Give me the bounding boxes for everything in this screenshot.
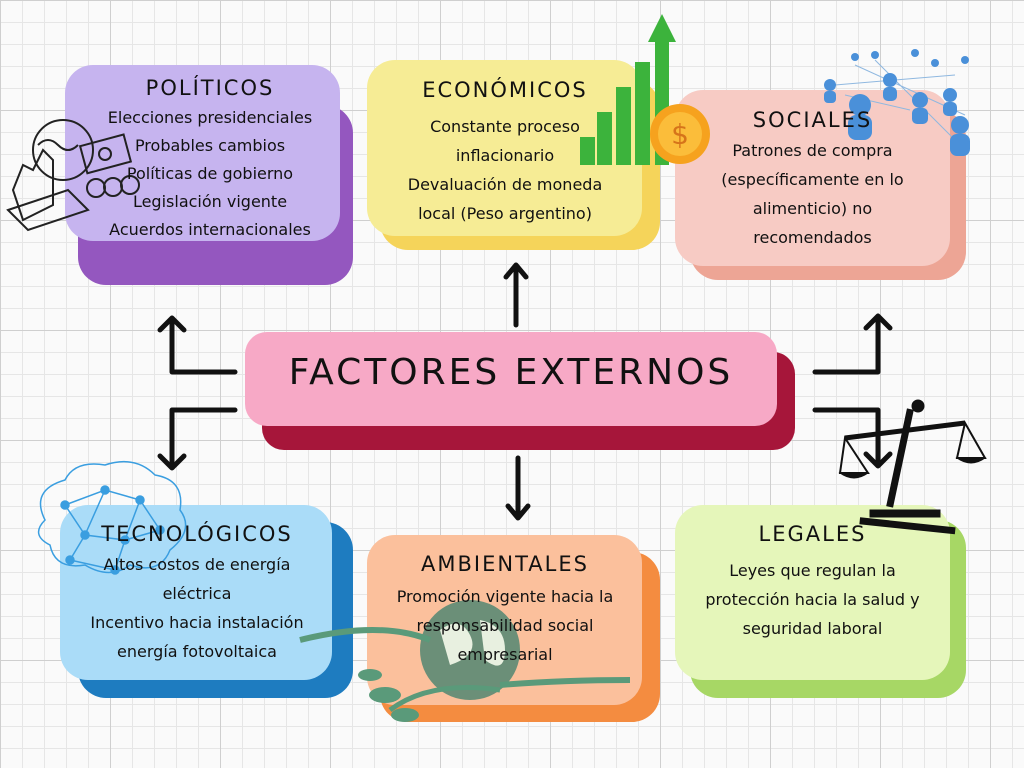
card-line: protección hacia la salud y [705,590,920,609]
brain-network-icon [37,460,187,575]
card-line: inflacionario [455,146,555,165]
card-politicos: POLÍTICOS Elecciones presidenciales Prob… [90,76,330,244]
card-line: Leyes que regulan la [729,561,896,580]
card-title: TECNOLÓGICOS [101,522,293,546]
tecnologicos-card-bg [60,505,332,680]
card-line: Constante proceso [430,117,580,136]
card-line: Acuerdos internacionales [109,220,311,239]
card-line: local (Peso argentino) [418,204,592,223]
people-network-icon [824,49,970,156]
sociales-card-bg [675,90,950,266]
card-line: Legislación vigente [132,192,288,211]
card-line: alimenticio) no [752,199,873,218]
card-line: seguridad laboral [742,619,883,638]
growth-chart-icon: $ [580,14,710,165]
card-line: Altos costos de energía [103,555,291,574]
card-legales: LEGALES Leyes que regulan la protección … [690,522,935,643]
card-economicos: ECONÓMICOS Constante proceso inflacionar… [380,78,630,228]
arrow-up-economicos [503,262,529,328]
card-title: ECONÓMICOS [422,78,588,102]
economicos-card-bg [367,60,642,236]
card-line: energía fotovoltaica [117,642,277,661]
card-title: LEGALES [758,522,867,546]
arrow-tecnologicos [157,407,238,471]
card-line: responsabilidad social [416,616,594,635]
earth-plant-icon [299,600,631,722]
card-title: SOCIALES [752,108,873,132]
center-title: FACTORES EXTERNOS [288,352,734,393]
card-title: POLÍTICOS [145,76,275,100]
card-ambientales: AMBIENTALES Promoción vigente hacia la r… [380,552,630,669]
arrow-sociales [812,313,893,375]
legales-card-bg [675,505,950,680]
arrow-politicos [157,315,238,375]
card-line: Probables cambios [134,136,286,155]
card-title: AMBIENTALES [421,552,589,576]
card-line: Patrones de compra [732,141,893,160]
card-tecnologicos: TECNOLÓGICOS Altos costos de energía elé… [72,522,322,666]
politics-money-icon [6,119,140,232]
center-card-bg [245,332,777,426]
card-line: Promoción vigente hacia la [396,587,614,606]
card-line: eléctrica [162,584,232,603]
card-line: Incentivo hacia instalación [90,613,304,632]
scales-of-justice-icon [838,399,987,535]
arrow-legales [812,407,893,469]
card-sociales: SOCIALES Patrones de compra (específicam… [690,108,935,252]
card-line: (específicamente en lo [721,170,904,189]
card-line: Devaluación de moneda [407,175,603,194]
arrow-down-ambientales [505,455,531,521]
card-line: recomendados [753,228,872,247]
svg-text:$: $ [671,118,689,151]
card-line: Elecciones presidenciales [107,108,313,127]
card-line: empresarial [457,645,553,664]
card-line: Políticas de gobierno [126,164,294,183]
